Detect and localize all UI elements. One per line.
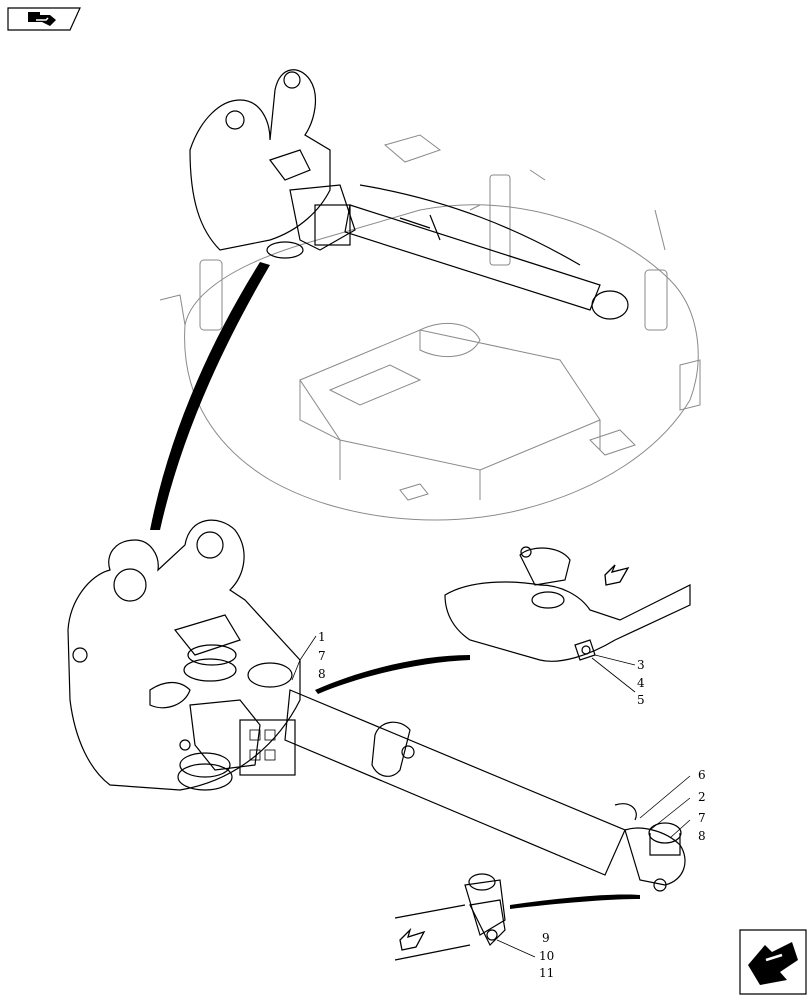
swing-bracket-detail <box>67 519 301 791</box>
callout-9: 9 <box>542 931 550 945</box>
callout-3: 3 <box>637 658 645 672</box>
callout-7-lower: 7 <box>698 811 706 825</box>
view-direction-icon <box>28 12 56 26</box>
upper-frame-overview <box>159 134 701 521</box>
pin-inset <box>394 873 506 961</box>
callout-1: 1 <box>318 630 326 644</box>
rod-end-inset <box>444 546 691 662</box>
callout-4: 4 <box>637 676 645 690</box>
inset-link-arc <box>315 655 470 694</box>
swing-cylinder-detail <box>284 689 686 892</box>
callout-8-upper: 8 <box>318 667 326 681</box>
callout-2: 2 <box>698 790 706 804</box>
callout-5: 5 <box>637 693 645 707</box>
callout-8-lower: 8 <box>698 829 706 843</box>
pin-link-arc <box>510 894 640 909</box>
nav-badge-top-left[interactable] <box>7 7 81 31</box>
detail-link-arc <box>150 262 270 530</box>
nav-badge-bottom-right[interactable] <box>739 929 807 995</box>
leader-lines <box>291 635 691 958</box>
view-direction-icon <box>748 942 798 985</box>
upper-swing-bracket <box>189 69 356 259</box>
callout-6: 6 <box>698 768 706 782</box>
callout-7-upper: 7 <box>318 649 326 663</box>
upper-swing-cylinder <box>344 184 629 320</box>
callout-10: 10 <box>539 949 554 963</box>
callout-11: 11 <box>539 966 554 980</box>
